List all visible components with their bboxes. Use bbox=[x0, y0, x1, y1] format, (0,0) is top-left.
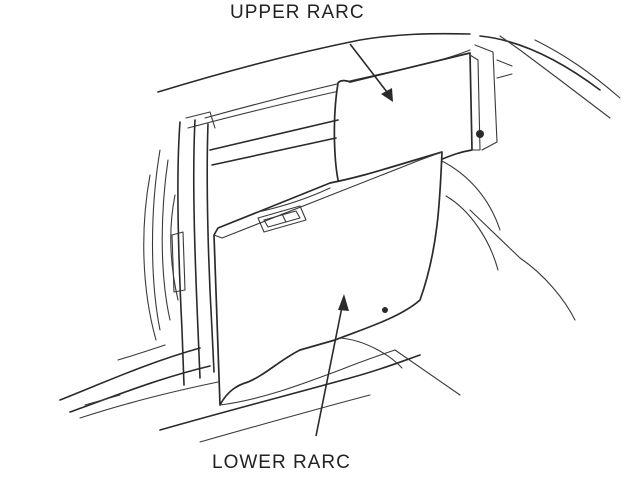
lower-leader-arrow bbox=[315, 294, 349, 437]
upper-leader-arrow bbox=[349, 43, 393, 102]
seatbelt-bezel bbox=[257, 205, 307, 233]
door-pillar bbox=[143, 111, 216, 386]
floor-lines bbox=[159, 337, 461, 443]
lower-panel-screw bbox=[382, 307, 388, 313]
sill-lines bbox=[59, 344, 219, 419]
quarter-trim-lines bbox=[209, 119, 576, 321]
upper-rarc-label: UPPER RARC bbox=[230, 2, 365, 23]
lower-rarc-panel bbox=[213, 151, 443, 406]
upper-panel-screw bbox=[476, 130, 484, 138]
lower-rarc-label: LOWER RARC bbox=[212, 452, 351, 473]
